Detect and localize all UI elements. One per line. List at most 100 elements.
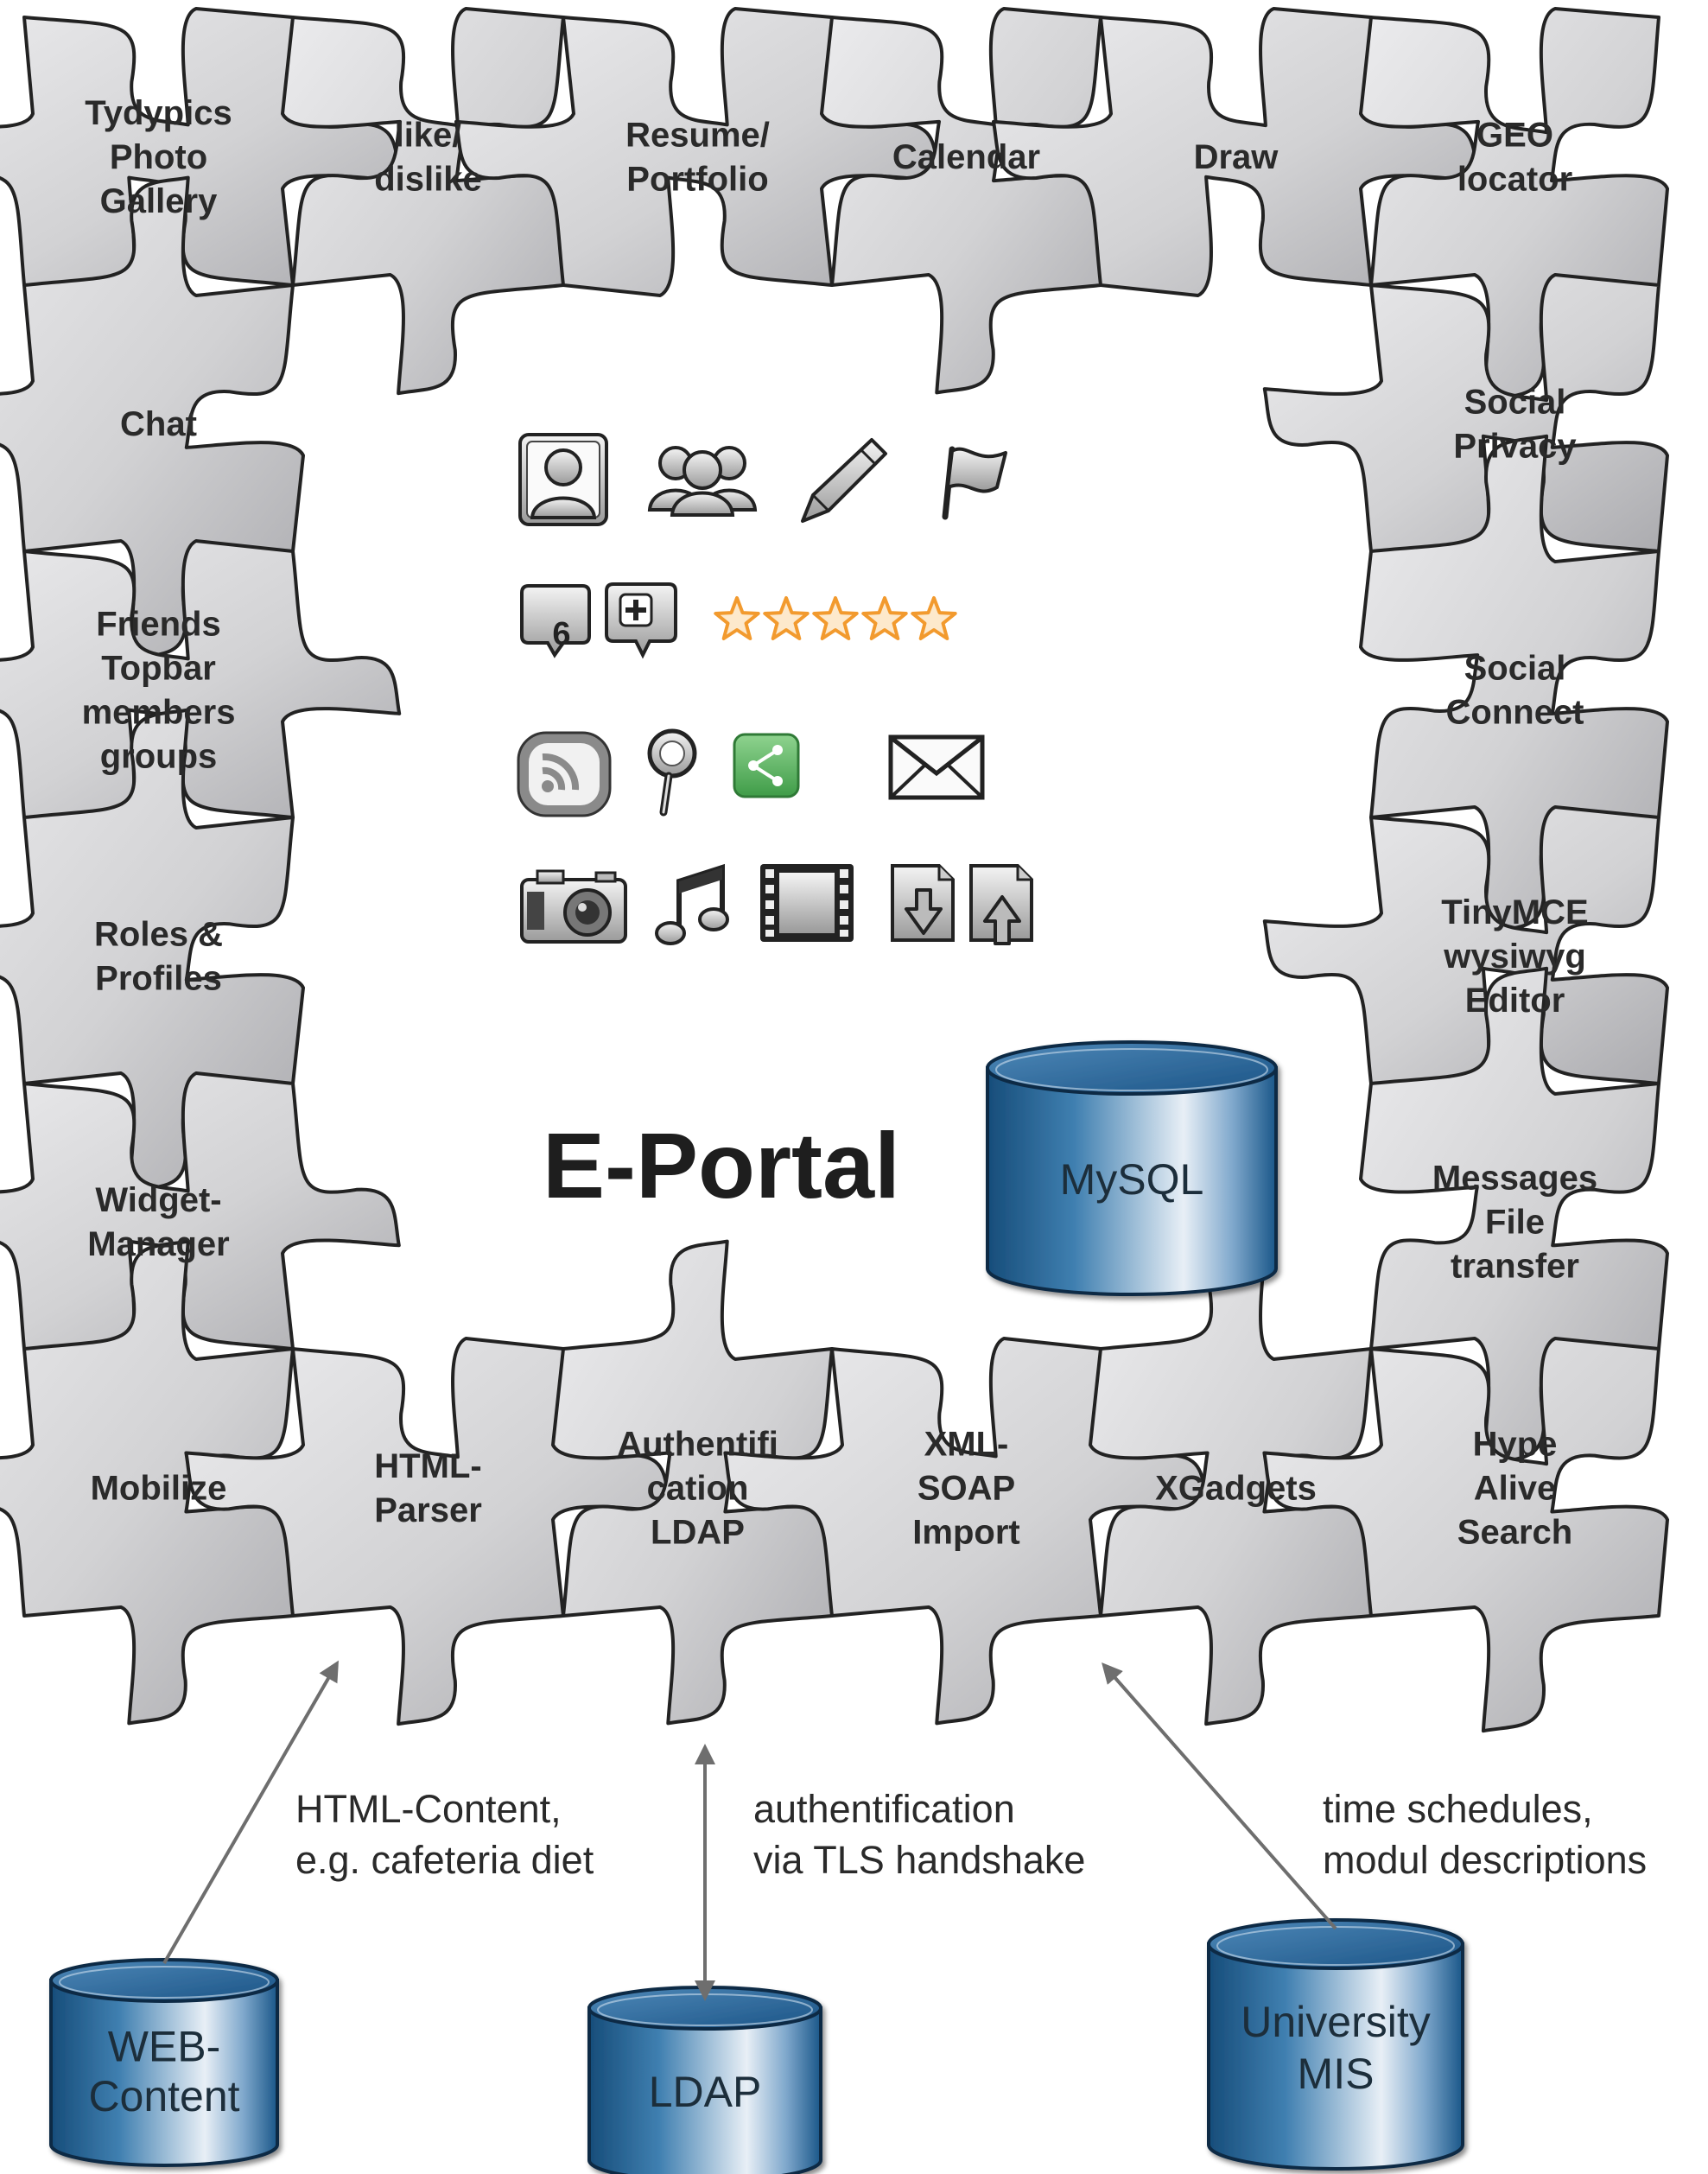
puzzle-label-line: Topbar	[101, 650, 216, 688]
film-icon	[760, 864, 854, 942]
puzzle-label-line: Import	[912, 1514, 1019, 1552]
feature-icons: 6	[517, 433, 1033, 945]
puzzle-label-line: dislike	[374, 161, 482, 199]
puzzle-label-line: Resume/	[625, 117, 770, 155]
puzzle-label-line: Portfolio	[626, 161, 768, 199]
puzzle-label-line: Social	[1464, 384, 1566, 422]
diagram-title: E-Portal	[543, 1113, 900, 1217]
puzzle-label-line: Gallery	[100, 182, 218, 220]
puzzle-label-line: Authentifi	[617, 1426, 778, 1464]
puzzle-label-line: members	[82, 694, 236, 732]
file-upload-icon	[969, 864, 1033, 945]
group-icon	[647, 446, 758, 517]
puzzle-piece-top-1	[281, 7, 575, 396]
web-content-database: WEB-Content	[49, 1958, 279, 2167]
svg-text:via TLS handshake: via TLS handshake	[753, 1838, 1085, 1882]
puzzle-label-line: Tydypics	[85, 94, 232, 132]
svg-text:modul descriptions: modul descriptions	[1323, 1838, 1647, 1882]
svg-text:e.g. cafeteria diet: e.g. cafeteria diet	[295, 1838, 594, 1882]
mail-icon	[888, 734, 985, 800]
mysql-database: MySQL	[986, 1040, 1278, 1296]
puzzle-label-line: Friends	[96, 606, 220, 644]
puzzle-label-line: Editor	[1465, 982, 1565, 1020]
data-flow-arrows	[162, 1660, 1337, 2001]
puzzle-label-top-2: Resume/Portfolio	[625, 117, 770, 199]
puzzle-label-line: LDAP	[651, 1514, 745, 1552]
svg-text:authentification: authentification	[753, 1787, 1015, 1831]
puzzle-label-line: Roles &	[94, 916, 223, 954]
comment-count-icon: 6	[520, 584, 591, 658]
database-label: Content	[88, 2072, 239, 2120]
puzzle-label-line: Chat	[120, 405, 197, 443]
annotation-web: HTML-Content, e.g. cafeteria diet	[295, 1787, 594, 1882]
puzzle-label-line: TinyMCE	[1441, 893, 1588, 931]
puzzle-piece-top-3	[820, 7, 1113, 395]
puzzle-label-left-0: Chat	[120, 405, 197, 443]
puzzle-label-line: Privacy	[1453, 428, 1577, 466]
puzzle-label-bottom-4: XGadgets	[1155, 1470, 1317, 1508]
puzzle-label-line: Draw	[1194, 138, 1279, 176]
svg-text:HTML-Content,: HTML-Content,	[295, 1787, 562, 1831]
web-content-arrow	[162, 1660, 339, 1964]
puzzle-label-line: Social	[1464, 650, 1566, 688]
puzzle-label-line: Calendar	[892, 138, 1040, 176]
star-rating-icon	[714, 596, 957, 640]
puzzle-label-line: Parser	[374, 1491, 482, 1529]
puzzle-piece-bottom-5	[1262, 1337, 1669, 1733]
database-label: WEB-	[108, 2022, 221, 2070]
database-label: MySQL	[1060, 1155, 1204, 1204]
puzzle-label-line: like/	[395, 117, 462, 155]
camera-icon	[520, 869, 627, 944]
share-icon	[733, 733, 800, 798]
puzzle-label-line: wysiwyg	[1443, 938, 1586, 976]
file-download-icon	[891, 864, 955, 942]
music-note-icon	[655, 863, 729, 945]
puzzle-label-top-3: Calendar	[892, 138, 1040, 176]
mis-arrow	[1102, 1662, 1337, 1930]
annotation-ldap: authentification via TLS handshake	[753, 1787, 1085, 1882]
puzzle-label-line: XGadgets	[1155, 1470, 1317, 1508]
puzzle-label-line: HTML-	[374, 1447, 481, 1485]
puzzle-label-left-2: Roles & Profiles	[94, 916, 223, 998]
flag-icon	[942, 446, 1007, 520]
puzzle-label-line: locator	[1457, 161, 1572, 199]
puzzle-label-line: Search	[1457, 1514, 1572, 1552]
puzzle-label-line: groups	[100, 738, 218, 776]
pencil-icon	[801, 438, 887, 523]
annotation-mis: time schedules, modul descriptions	[1323, 1787, 1647, 1882]
star-icon	[812, 596, 859, 640]
puzzle-label-line: Hype	[1473, 1426, 1558, 1464]
puzzle-label-bottom-1: HTML- Parser	[374, 1447, 482, 1529]
database-label: University	[1241, 1998, 1430, 2046]
puzzle-label-left-3: Widget- Manager	[87, 1181, 230, 1263]
star-icon	[714, 596, 760, 640]
puzzle-label-line: cation	[647, 1470, 749, 1508]
puzzle-label-line: Messages	[1432, 1160, 1597, 1198]
rss-icon	[517, 731, 612, 817]
puzzle-label-line: transfer	[1451, 1248, 1579, 1286]
svg-text:6: 6	[552, 616, 570, 652]
puzzle-pieces	[0, 7, 1669, 1733]
puzzle-label-line: Connect	[1446, 694, 1584, 732]
magnifier-icon	[647, 728, 697, 817]
puzzle-label-top-4: Draw	[1194, 138, 1279, 176]
puzzle-label-line: Alive	[1474, 1470, 1557, 1508]
star-icon	[861, 596, 908, 640]
ldap-database: LDAP	[587, 1986, 822, 2174]
puzzle-label-line: Widget-	[95, 1181, 221, 1219]
star-icon	[763, 596, 810, 640]
puzzle-label-line: Profiles	[95, 960, 222, 998]
puzzle-label-line: XML-	[924, 1426, 1009, 1464]
puzzle-label-line: Manager	[87, 1225, 230, 1263]
